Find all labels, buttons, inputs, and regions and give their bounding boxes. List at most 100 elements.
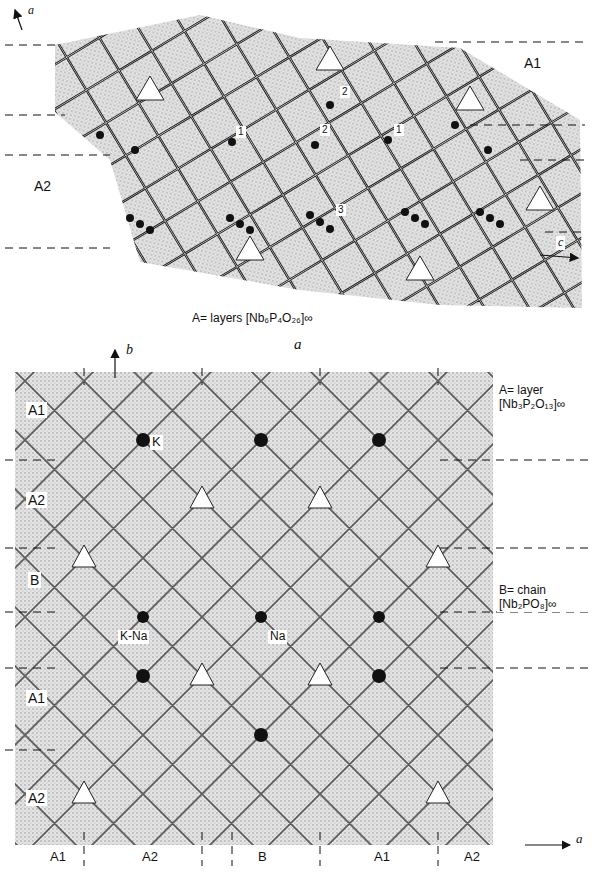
octahedron bbox=[0, 281, 7, 344]
cation-dot bbox=[137, 611, 149, 623]
octahedron bbox=[192, 0, 255, 17]
cation-dot bbox=[372, 433, 386, 447]
octahedron bbox=[454, 19, 517, 82]
octahedron bbox=[546, 320, 592, 383]
cation-dot bbox=[411, 214, 419, 222]
legend-note: A= layer [Nb₃P₂O₁₃]∞ bbox=[497, 384, 589, 412]
octahedron bbox=[468, 559, 493, 617]
octahedron bbox=[572, 215, 592, 278]
cation-dot bbox=[254, 728, 268, 742]
tetrahedron bbox=[72, 545, 96, 567]
octahedron bbox=[0, 366, 13, 429]
octahedron bbox=[468, 618, 493, 676]
cation-dot bbox=[228, 138, 236, 146]
layer-label: A2 bbox=[140, 850, 160, 865]
octahedron bbox=[3, 157, 66, 220]
octahedron bbox=[585, 0, 592, 3]
layer-label: A1 bbox=[26, 402, 47, 418]
octahedron bbox=[552, 0, 592, 23]
cation-dot bbox=[311, 141, 319, 149]
octahedron bbox=[140, 0, 203, 4]
layer-label: A2 bbox=[26, 492, 47, 508]
octahedron bbox=[0, 177, 33, 240]
octahedron bbox=[468, 795, 493, 846]
layer-label: A1 bbox=[372, 850, 392, 865]
tetrahedron bbox=[190, 663, 214, 685]
octahedron bbox=[540, 458, 592, 521]
tetrahedron bbox=[426, 781, 450, 803]
site-number: 1 bbox=[236, 126, 246, 138]
panel-letter: a bbox=[292, 336, 304, 353]
layer-label: A2 bbox=[26, 790, 47, 806]
cation-dot bbox=[126, 214, 134, 222]
octahedron bbox=[0, 196, 1, 259]
octahedron bbox=[559, 490, 592, 553]
octahedron bbox=[0, 294, 59, 357]
figure-caption: A= layers [Nb₆P₄O₂₆]∞ bbox=[190, 312, 315, 326]
tetrahedron bbox=[308, 486, 332, 508]
cation-dot bbox=[136, 669, 150, 683]
octahedron bbox=[107, 0, 170, 23]
cation-dot bbox=[484, 146, 492, 154]
tetrahedron bbox=[526, 186, 554, 210]
octahedron bbox=[62, 255, 125, 318]
octahedron bbox=[579, 78, 592, 141]
tetrahedron bbox=[316, 46, 344, 70]
cation-dot bbox=[136, 220, 144, 228]
cation-dot bbox=[401, 208, 409, 216]
octahedron bbox=[0, 72, 59, 135]
octahedron bbox=[559, 45, 592, 108]
layer-label: B bbox=[28, 572, 41, 588]
octahedron bbox=[297, 0, 360, 43]
octahedron bbox=[520, 425, 583, 488]
cation-dot bbox=[131, 146, 139, 154]
octahedron bbox=[566, 130, 592, 193]
octahedron bbox=[572, 0, 592, 56]
layer-label: B bbox=[256, 850, 269, 865]
octahedron bbox=[468, 677, 493, 735]
octahedron bbox=[134, 301, 197, 364]
tetrahedron bbox=[72, 781, 96, 803]
tetrahedron bbox=[236, 236, 264, 260]
legend-note: B= chain [Nb₂PO₈]∞ bbox=[497, 584, 589, 612]
octahedron bbox=[546, 98, 592, 161]
cation-label: Na bbox=[268, 630, 287, 644]
cation-dot bbox=[236, 220, 244, 228]
cation-dot bbox=[146, 226, 154, 234]
octahedron bbox=[494, 307, 557, 370]
axis-label: c bbox=[556, 236, 565, 250]
cation-dot bbox=[255, 611, 267, 623]
octahedron bbox=[22, 190, 85, 253]
octahedron bbox=[468, 500, 493, 558]
octahedron bbox=[0, 144, 13, 207]
cation-dot bbox=[226, 214, 234, 222]
layer-label: A1 bbox=[26, 690, 47, 706]
tetrahedron bbox=[406, 256, 434, 280]
octahedron bbox=[553, 405, 592, 468]
octahedron bbox=[0, 314, 26, 377]
octahedron bbox=[0, 59, 7, 122]
octahedron bbox=[526, 65, 589, 128]
cation-dot bbox=[476, 208, 484, 216]
octahedron bbox=[527, 510, 590, 573]
layer-label: A2 bbox=[462, 850, 482, 865]
octahedron bbox=[540, 235, 592, 298]
octahedron bbox=[55, 0, 118, 10]
octahedron bbox=[468, 382, 493, 440]
octahedron bbox=[55, 170, 118, 233]
octahedron bbox=[409, 314, 472, 377]
octahedron bbox=[356, 301, 419, 364]
layer-label: A1 bbox=[48, 850, 68, 865]
axis-label: a bbox=[26, 4, 36, 18]
axis-label: a bbox=[574, 832, 585, 847]
layer-label: A1 bbox=[522, 55, 543, 71]
cation-dot bbox=[421, 220, 429, 228]
octahedron bbox=[42, 222, 105, 285]
octahedron bbox=[585, 163, 592, 226]
tetrahedron bbox=[190, 486, 214, 508]
octahedron bbox=[0, 91, 26, 154]
octahedron bbox=[29, 275, 92, 338]
octahedron bbox=[500, 0, 563, 10]
axis-label: b bbox=[124, 342, 135, 358]
site-number: 2 bbox=[320, 124, 330, 136]
